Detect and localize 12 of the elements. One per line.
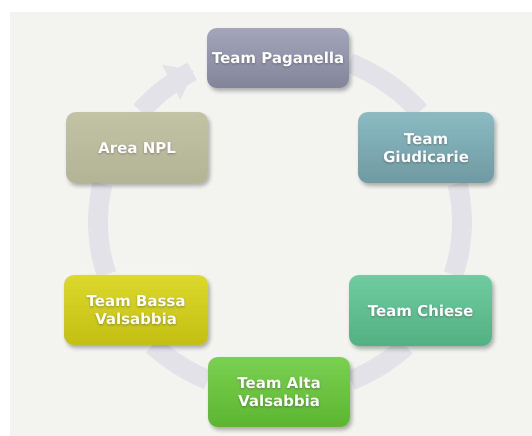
process-box bbox=[208, 357, 350, 427]
node-label: Area NPL bbox=[98, 138, 176, 156]
process-box bbox=[66, 112, 208, 183]
process-box bbox=[207, 28, 349, 88]
process-box bbox=[349, 275, 492, 346]
process-box bbox=[64, 275, 208, 345]
node-label: Team Paganella bbox=[212, 49, 344, 67]
node-label: Team Bassa Valsabbia bbox=[86, 292, 186, 328]
process-box bbox=[358, 112, 494, 183]
node-label: Team Alta Valsabbia bbox=[236, 374, 322, 410]
node-label: Team Giudicarie bbox=[382, 130, 470, 166]
node-label: Team Chiese bbox=[368, 302, 474, 320]
